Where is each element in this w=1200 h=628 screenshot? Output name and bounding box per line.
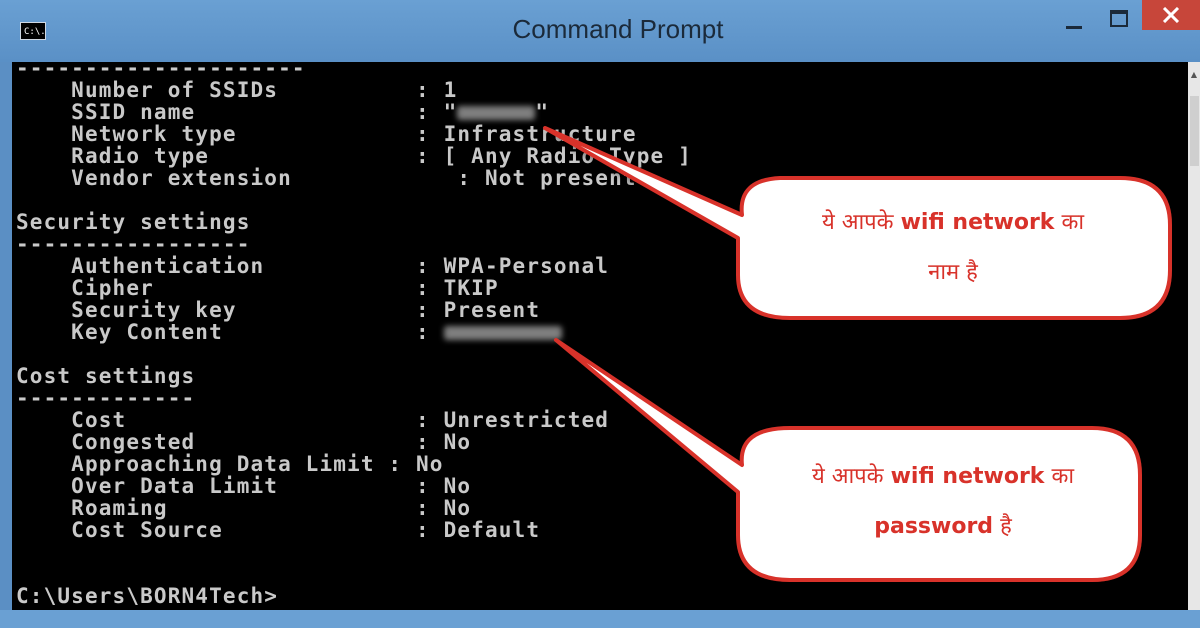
console-line: Security key : Present [16,298,541,322]
redacted-ssid [457,106,536,120]
callout-text-part: का [1051,464,1075,489]
maximize-button[interactable] [1096,0,1140,28]
callout-bold-part: password [874,514,994,539]
console-line: Key Content : [16,320,562,344]
title-bar[interactable]: C:\. Command Prompt [0,0,1200,62]
console-line: Vendor extension : Not present [16,166,637,190]
console-line: ----------------- [16,232,251,256]
callout-text-part: का [1061,210,1085,235]
console-line: Cost : Unrestricted [16,408,610,432]
close-icon [1162,7,1180,23]
console-line: Network type : Infrastructure [16,122,637,146]
password-callout-text: ये आपके wifi network का password है [748,452,1138,552]
console-line: Approaching Data Limit : No [16,452,444,476]
console-line: --------------------- [16,62,306,80]
close-button[interactable] [1142,0,1200,30]
ssid-callout-bubble [543,126,1172,320]
scroll-up-arrow-icon[interactable]: ▲ [1190,70,1198,79]
window-title: Command Prompt [512,14,724,44]
password-callout-bubble [554,338,1142,582]
console-line: Number of SSIDs : 1 [16,78,458,102]
ssid-callout-text: ये आपके wifi network का नाम है [748,198,1158,298]
callout-bold-part: wifi network [900,210,1055,235]
vertical-scrollbar[interactable] [1188,62,1200,610]
console-line: Security settings [16,210,251,234]
callout-line-2: नाम है [928,260,978,285]
console-output[interactable]: --------------------- Number of SSIDs : … [12,62,1188,610]
window-bottom-border [0,610,1200,628]
console-line: SSID name : "" [16,100,550,124]
console-line: Roaming : No [16,496,472,520]
quote-mark: " [535,100,550,124]
console-line: Cost settings [16,364,196,388]
console-line: Congested : No [16,430,472,454]
callout-text-part: ये आपके [811,464,884,489]
console-line: Cost Source : Default [16,518,541,542]
console-line: Authentication : WPA-Personal [16,254,610,278]
console-line: Over Data Limit : No [16,474,472,498]
callout-bold-part: wifi network [890,464,1045,489]
minimize-button[interactable] [1052,0,1096,29]
console-line: C:\Users\BORN4Tech> [16,584,279,608]
console-line: Cipher : TKIP [16,276,499,300]
cmd-icon[interactable]: C:\. [20,22,46,40]
callout-text-part: है [1000,514,1012,539]
callout-text-part: ये आपके [821,210,894,235]
redacted-key-content [443,326,562,340]
console-line: ------------- [16,386,196,410]
scroll-thumb[interactable] [1190,96,1199,166]
